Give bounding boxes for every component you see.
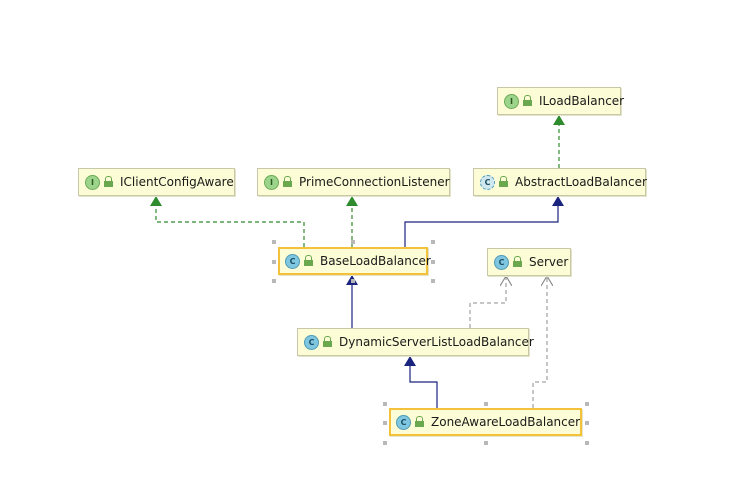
class-name-label: PrimeConnectionListener xyxy=(299,175,450,189)
class-node-server[interactable]: C Server xyxy=(487,248,571,276)
class-icon: C xyxy=(285,253,300,269)
class-node-primeconnectionlistener[interactable]: I PrimeConnectionListener xyxy=(257,168,450,196)
class-name-label: DynamicServerListLoadBalancer xyxy=(339,335,534,349)
edge-extends-zoneawareloadbalancer-to-dynamicserverlistloadbalancer xyxy=(404,356,438,408)
class-node-abstractloadbalancer[interactable]: C AbstractLoadBalancer xyxy=(473,168,647,196)
selection-handle[interactable] xyxy=(272,240,276,244)
interface-icon: I xyxy=(264,174,279,190)
class-name-label: IClientConfigAware xyxy=(120,175,234,189)
edge-implements-baseloadbalancer-to-iclientconfigaware xyxy=(150,196,305,247)
lock-icon xyxy=(414,416,425,428)
interface-icon: I xyxy=(504,93,519,109)
selection-handle[interactable] xyxy=(484,441,488,445)
class-name-label: BaseLoadBalancer xyxy=(320,254,431,268)
class-name-label: ZoneAwareLoadBalancer xyxy=(431,415,581,429)
class-node-iclientconfigaware[interactable]: I IClientConfigAware xyxy=(78,168,235,196)
lock-icon xyxy=(322,336,333,348)
class-name-label: ILoadBalancer xyxy=(539,94,625,108)
edge-extends-baseloadbalancer-to-abstractloadbalancer xyxy=(404,196,564,247)
selection-handle[interactable] xyxy=(383,402,387,406)
class-icon: C xyxy=(396,414,411,430)
edge-depends-zoneawareloadbalancer-to-server xyxy=(532,276,547,408)
class-name-label: Server xyxy=(529,255,569,269)
selection-handle[interactable] xyxy=(585,402,589,406)
lock-icon xyxy=(498,176,509,188)
interface-icon: I xyxy=(85,174,100,190)
class-node-zoneawareloadbalancer[interactable]: C ZoneAwareLoadBalancer xyxy=(389,408,582,436)
selection-handle[interactable] xyxy=(484,402,488,406)
class-node-baseloadbalancer[interactable]: C BaseLoadBalancer xyxy=(278,247,431,275)
selection-handle[interactable] xyxy=(272,260,276,264)
selection-handle[interactable] xyxy=(431,279,435,283)
selection-handle[interactable] xyxy=(585,421,589,425)
abstract-class-icon: C xyxy=(480,174,495,190)
selection-handle[interactable] xyxy=(351,240,355,244)
class-name-label: AbstractLoadBalancer xyxy=(515,175,647,189)
selection-handle[interactable] xyxy=(351,279,355,283)
lock-icon xyxy=(282,176,293,188)
class-node-dynamicserverlistloadbalancer[interactable]: C DynamicServerListLoadBalancer xyxy=(297,328,534,356)
selection-handle[interactable] xyxy=(383,421,387,425)
selection-handle[interactable] xyxy=(383,441,387,445)
lock-icon xyxy=(103,176,114,188)
class-node-iloadbalancer[interactable]: I ILoadBalancer xyxy=(497,87,625,115)
selection-handle[interactable] xyxy=(431,240,435,244)
class-icon: C xyxy=(304,334,319,350)
selection-handle[interactable] xyxy=(272,279,276,283)
selection-handle[interactable] xyxy=(431,260,435,264)
lock-icon xyxy=(512,256,523,268)
edge-depends-dynamicserverlistloadbalancer-to-server xyxy=(469,276,506,328)
class-icon: C xyxy=(494,254,509,270)
lock-icon xyxy=(303,255,314,267)
lock-icon xyxy=(522,95,533,107)
selection-handle[interactable] xyxy=(585,441,589,445)
